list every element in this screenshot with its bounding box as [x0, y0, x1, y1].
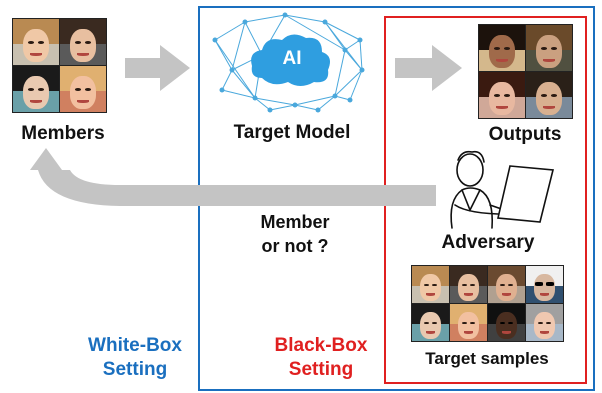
- target-sample-face: [526, 266, 563, 303]
- target-sample-face: [488, 266, 525, 303]
- outputs-label: Outputs: [488, 124, 562, 145]
- target-sample-face: [450, 266, 487, 303]
- output-face: [526, 25, 572, 71]
- adversary-figure: [450, 150, 555, 229]
- target-sample-face: [488, 304, 525, 341]
- members-label: Members: [21, 123, 105, 144]
- target-samples-face-grid: [411, 265, 564, 342]
- white-box-label-line1: White-Box: [88, 335, 182, 356]
- target-sample-face: [450, 304, 487, 341]
- target-sample-face: [412, 304, 449, 341]
- ai-cloud: [251, 34, 330, 86]
- member-face: [13, 66, 59, 112]
- member-face: [60, 66, 106, 112]
- output-face: [526, 72, 572, 118]
- member-face: [13, 19, 59, 65]
- outputs-face-grid: [478, 24, 573, 119]
- target-samples-label: Target samples: [425, 349, 549, 368]
- adversary-label: Adversary: [441, 232, 535, 253]
- member-question-line2: or not ?: [261, 236, 329, 256]
- member-question-line1: Member: [260, 212, 330, 232]
- output-face: [479, 25, 525, 71]
- black-box-label-line2: Setting: [288, 359, 354, 380]
- member-face: [60, 19, 106, 65]
- target-model-label: Target Model: [233, 122, 351, 143]
- arrow-adversary-to-members: [30, 148, 436, 206]
- white-box-label-line2: Setting: [102, 359, 168, 380]
- arrow-model-to-outputs: [395, 45, 462, 91]
- arrow-members-to-model: [125, 45, 190, 91]
- ai-badge: AI: [282, 48, 302, 69]
- black-box-label-line1: Black-Box: [274, 335, 368, 356]
- target-sample-face: [412, 266, 449, 303]
- output-face: [479, 72, 525, 118]
- target-sample-face: [526, 304, 563, 341]
- members-face-grid: [12, 18, 107, 113]
